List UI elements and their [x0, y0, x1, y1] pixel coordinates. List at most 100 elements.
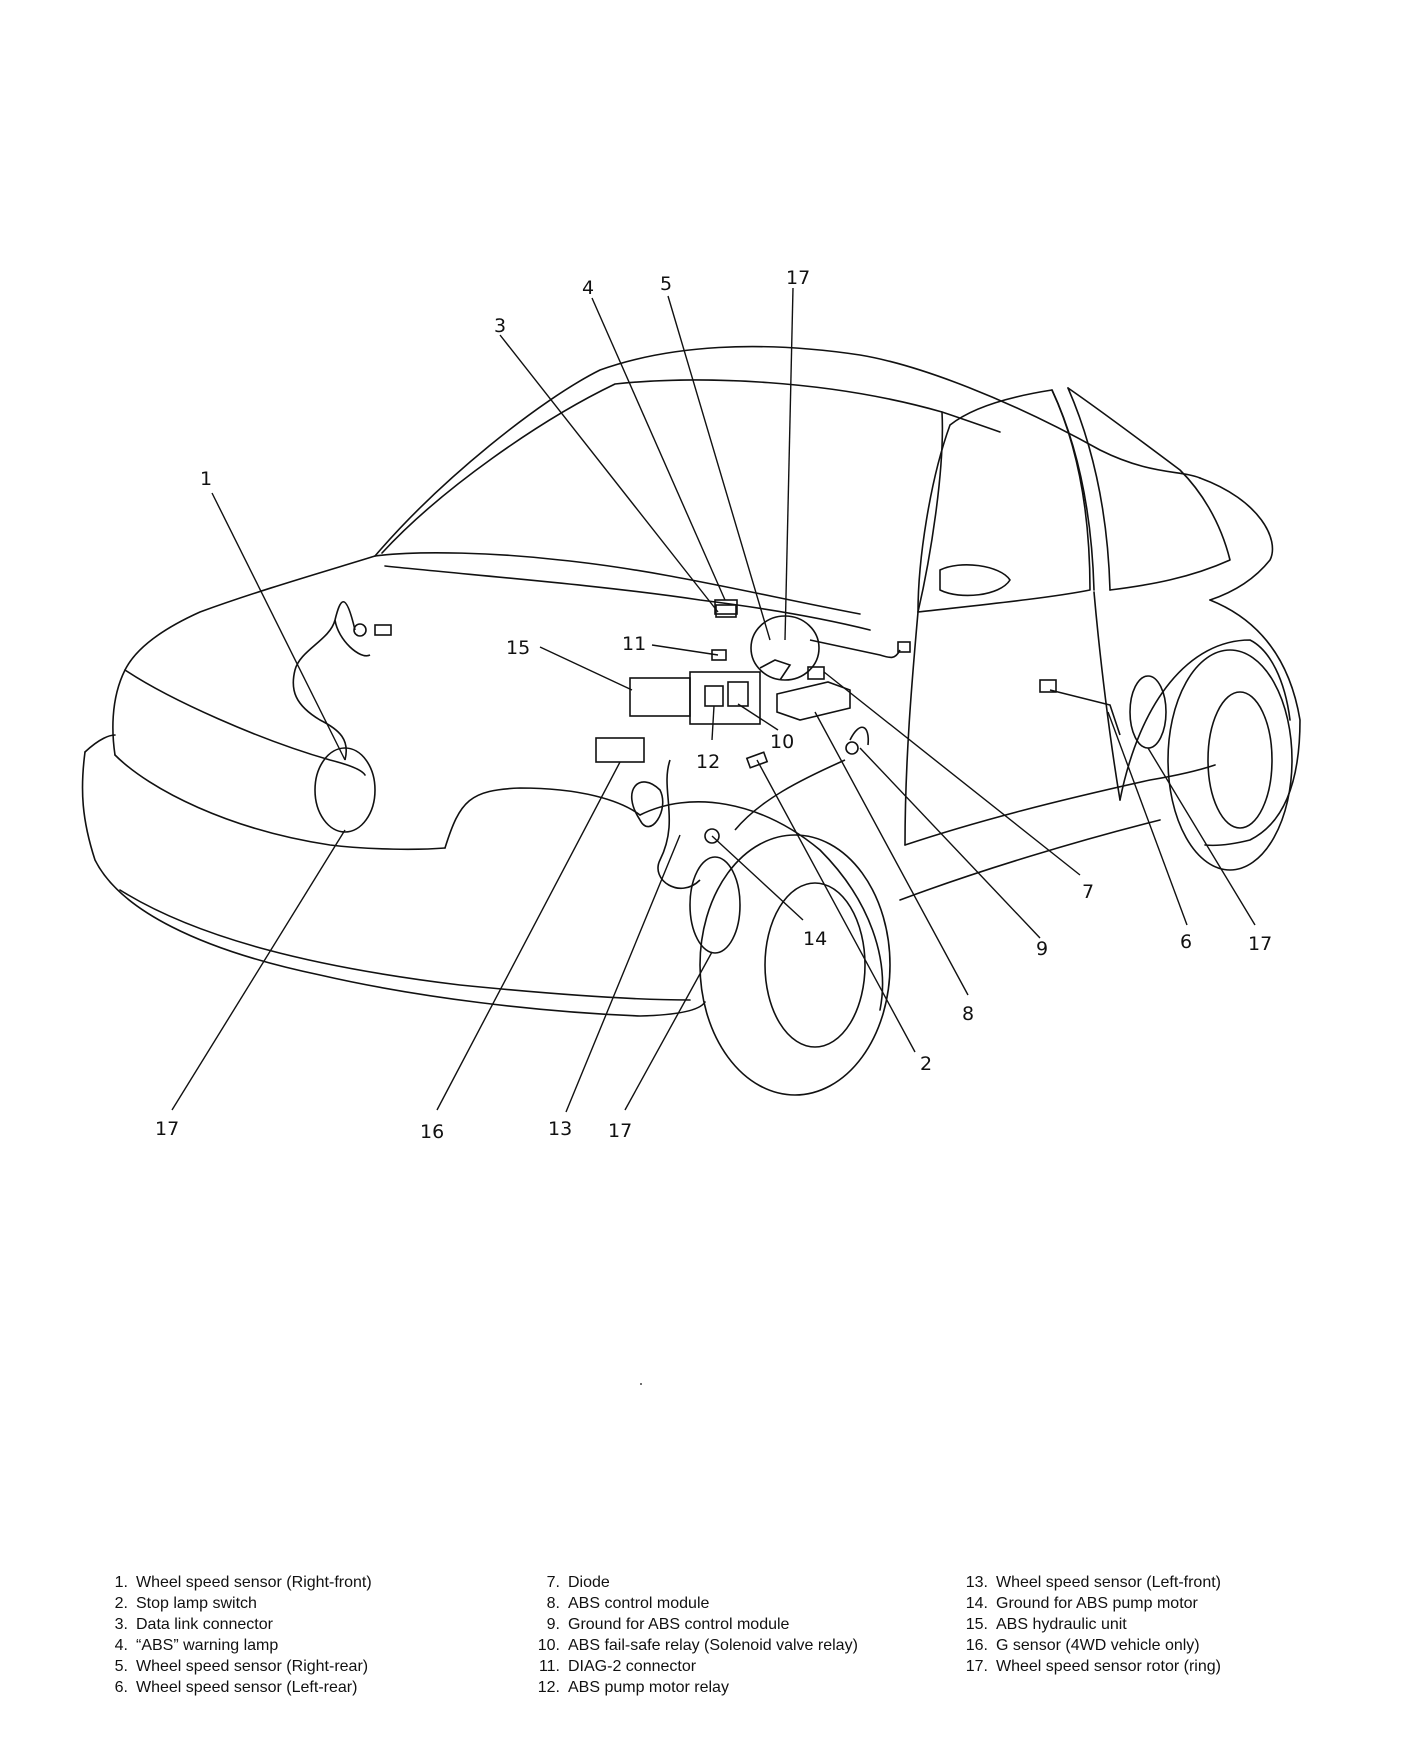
legend-item: 7.Diode	[530, 1572, 858, 1593]
legend-number: 2.	[114, 1595, 128, 1612]
rear-rim	[1207, 691, 1273, 829]
front-door-line	[904, 611, 919, 846]
legend-item: 11. DIAG-2 connector	[530, 1656, 858, 1677]
callout-17-left-front: 17	[608, 1120, 632, 1142]
leader-15	[539, 646, 633, 691]
leader-5	[667, 295, 771, 641]
diode	[807, 666, 825, 680]
legend-text: Diode	[568, 1574, 610, 1591]
stop-lamp-switch	[745, 751, 769, 769]
legend-text: Wheel speed sensor (Left-rear)	[136, 1679, 358, 1696]
connector-plug-right-front	[374, 624, 392, 636]
connector-right-front	[353, 623, 367, 637]
callout-17-right-front: 17	[155, 1118, 179, 1140]
front-tire	[699, 834, 891, 1096]
leader-3	[499, 334, 719, 613]
legend-item: 8.ABS control module	[530, 1593, 858, 1614]
callout-17-top: 17	[786, 267, 810, 289]
front-door-window	[917, 389, 1091, 613]
leader-17-right-front	[171, 829, 346, 1111]
rear-quarter	[1204, 599, 1301, 847]
relay-10	[727, 681, 749, 707]
a-pillar	[941, 411, 1001, 433]
legend-item: 17.Wheel speed sensor rotor (ring)	[958, 1656, 1221, 1677]
abs-control-module	[776, 681, 851, 721]
legend-item: 13.Wheel speed sensor (Left-front)	[958, 1572, 1221, 1593]
legend-text: Wheel speed sensor (Right-rear)	[136, 1658, 369, 1675]
leader-12	[711, 705, 715, 741]
legend-item: 12.ABS pump motor relay	[530, 1677, 858, 1698]
legend-text: DIAG-2 connector	[568, 1658, 697, 1675]
rotor-left-rear	[1129, 675, 1167, 749]
hood-crease	[384, 565, 871, 631]
b-pillar-2	[1067, 387, 1111, 591]
legend-column-3: 13.Wheel speed sensor (Left-front) 14.Gr…	[958, 1572, 1221, 1677]
callout-4: 4	[582, 277, 594, 299]
legend-number: 12.	[537, 1679, 560, 1696]
harness-right-rear	[809, 639, 901, 659]
connector-right-rear	[897, 641, 911, 653]
callout-9: 9	[1036, 938, 1048, 960]
legend-number: 13.	[965, 1574, 988, 1591]
legend-number: 4.	[114, 1637, 128, 1654]
legend-text: ABS control module	[568, 1595, 710, 1612]
headlight	[124, 669, 366, 776]
front-wheel-arch	[639, 801, 884, 1011]
bumper-top	[84, 734, 116, 753]
abs-components	[292, 599, 1167, 954]
harness-left-rear	[1049, 689, 1121, 736]
legend-number: 15.	[965, 1616, 988, 1633]
legend-item: 5.Wheel speed sensor (Right-rear)	[98, 1656, 372, 1677]
bumper-lower	[119, 889, 691, 1001]
leader-8	[814, 711, 969, 996]
legend-item: 4. “ABS” warning lamp	[98, 1635, 372, 1656]
legend-text: G sensor (4WD vehicle only)	[996, 1637, 1200, 1654]
windshield-outer	[374, 551, 861, 615]
leader-7	[823, 671, 1081, 876]
legend-text: Ground for ABS pump motor	[996, 1595, 1198, 1612]
roof-line	[374, 345, 1201, 557]
legend-text: Data link connector	[136, 1616, 273, 1633]
stray-dot	[640, 1383, 642, 1385]
legend-text: ABS fail-safe relay (Solenoid valve rela…	[568, 1637, 858, 1654]
legend-number: 17.	[965, 1658, 988, 1675]
legend-column-2: 7.Diode 8.ABS control module 9.Ground fo…	[530, 1572, 858, 1698]
legend-number: 11.	[538, 1658, 560, 1675]
legend-text: “ABS” warning lamp	[136, 1637, 279, 1654]
front-grille	[114, 754, 446, 851]
callout-labels: 1 2 3 4 5 6 7 8 9 10 11 12 13 14 15 16 1…	[155, 267, 1272, 1143]
rear-deck	[1199, 477, 1274, 601]
rear-door-line	[1093, 591, 1121, 801]
leader-2	[756, 759, 916, 1053]
leader-17-top	[784, 287, 794, 641]
g-sensor	[595, 737, 645, 763]
rocker-lower	[899, 819, 1161, 901]
front-rim	[764, 882, 866, 1048]
legend-number: 10.	[537, 1637, 560, 1654]
callout-6: 6	[1180, 931, 1192, 953]
b-pillar-1	[1051, 389, 1095, 591]
ground-pump-motor	[704, 828, 720, 844]
callout-2: 2	[920, 1053, 932, 1075]
leader-14	[711, 835, 804, 921]
harness-left-front	[657, 759, 701, 890]
rear-wheel-arch	[1119, 639, 1291, 801]
leader-6	[1107, 711, 1188, 926]
legend: 1.Wheel speed sensor (Right-front) 2.Sto…	[0, 1572, 1408, 1748]
callout-3: 3	[494, 315, 506, 337]
legend-item: 14.Ground for ABS pump motor	[958, 1593, 1221, 1614]
wire-to-stop-lamp	[734, 759, 846, 831]
legend-item: 1.Wheel speed sensor (Right-front)	[98, 1572, 372, 1593]
legend-text: Ground for ABS control module	[568, 1616, 790, 1633]
leader-13	[565, 834, 681, 1113]
leader-4	[591, 297, 726, 601]
legend-item: 2.Stop lamp switch	[98, 1593, 372, 1614]
harness-left-front-b	[630, 781, 664, 828]
windshield-inner	[381, 379, 944, 613]
callout-15: 15	[506, 637, 530, 659]
callout-14: 14	[803, 928, 827, 950]
callout-1: 1	[200, 468, 212, 490]
leader-10	[737, 703, 779, 731]
callout-7: 7	[1082, 881, 1094, 903]
ground-control-module	[849, 726, 870, 746]
